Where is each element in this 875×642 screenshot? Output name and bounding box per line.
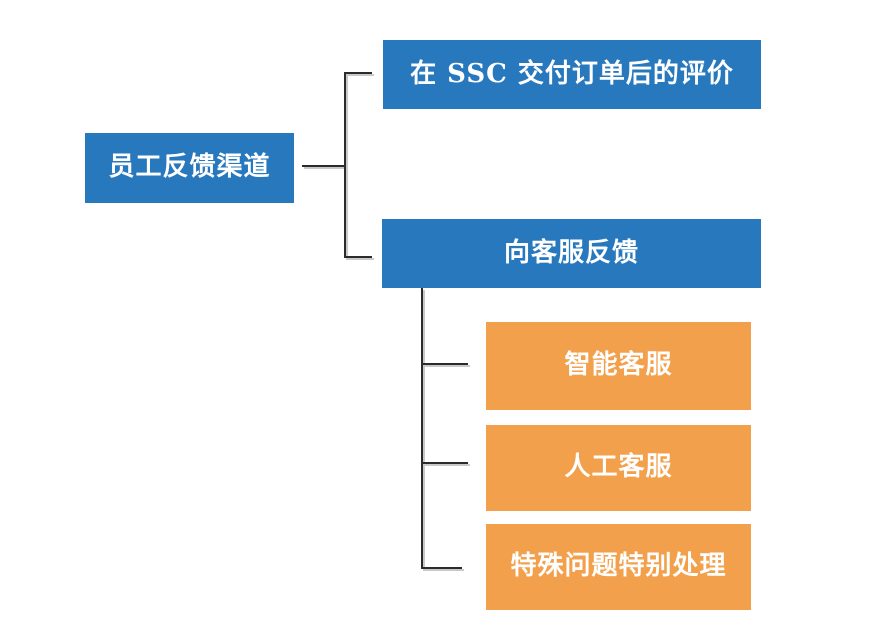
node-root-employee-feedback-channels: 员工反馈渠道 <box>85 133 294 203</box>
node-feedback-to-customer-service: 向客服反馈 <box>382 219 761 288</box>
node-ssc-order-evaluation-label: 在 SSC 交付订单后的评价 <box>410 58 734 89</box>
node-special-issue-handling: 特殊问题特别处理 <box>486 524 751 610</box>
connector-branch-ssc-evaluation <box>344 72 372 74</box>
connector-branch-special-issue <box>421 567 462 569</box>
node-human-customer-service-label: 人工客服 <box>564 452 673 483</box>
node-smart-customer-service: 智能客服 <box>486 322 751 410</box>
connector-bracket1-vertical <box>344 72 346 258</box>
connector-branch-feedback-cs <box>344 256 372 258</box>
connector-bracket2-vertical <box>421 288 423 569</box>
connector-branch-human-cs <box>421 462 468 464</box>
connector-root-horizontal <box>302 165 346 167</box>
node-root-label: 员工反馈渠道 <box>108 152 271 183</box>
node-ssc-order-evaluation: 在 SSC 交付订单后的评价 <box>383 40 761 109</box>
node-special-issue-handling-label: 特殊问题特别处理 <box>510 551 727 582</box>
node-human-customer-service: 人工客服 <box>486 425 751 511</box>
node-feedback-to-customer-service-label: 向客服反馈 <box>503 237 639 268</box>
node-smart-customer-service-label: 智能客服 <box>564 350 673 381</box>
connector-branch-smart-cs <box>421 363 468 365</box>
